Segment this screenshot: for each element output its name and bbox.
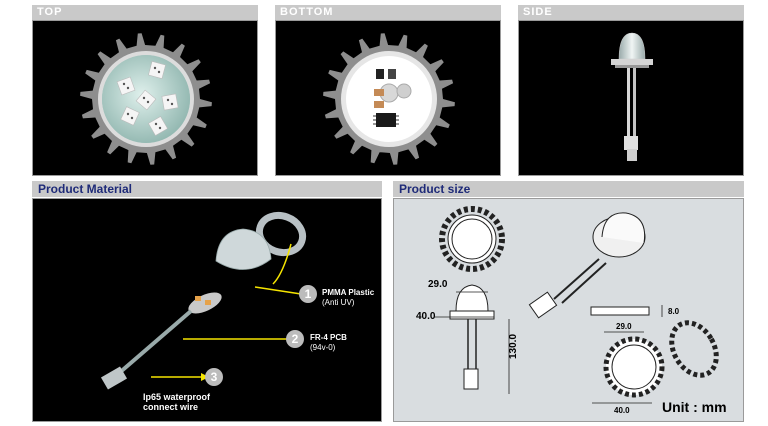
side-view-image [611,32,653,161]
top-view-panel [32,20,258,176]
callout-label-wire: Ip65 waterproof connect wire [143,392,210,412]
side-view-panel [518,20,744,176]
callout-detail-pcb: (94v-0) [310,343,336,352]
product-size-header: Product size [393,181,744,197]
callout-detail-wire: connect wire [143,402,199,412]
dimension-dome-width: 29.0 [428,279,448,290]
unit-label: Unit : mm [662,399,727,415]
product-size-panel: 29.0 40.0 130.0 8.0 29.0 40.0 Unit : mm [393,198,744,422]
callout-name-wire: Ip65 waterproof [143,392,211,402]
bottom-view-header: BOTTOM [275,5,501,20]
dimension-base-width: 40.0 [416,311,436,322]
dimension-height: 130.0 [508,333,519,359]
product-material-header: Product Material [32,181,382,197]
callout-number-2: 2 [286,330,304,348]
callout-number-3: 3 [205,368,223,386]
top-view-image [80,33,212,165]
callout-label-pcb: FR-4 PCB (94v-0) [310,333,347,353]
dimension-inner-width: 29.0 [616,322,632,331]
dimension-outer-width: 40.0 [614,406,630,415]
callout-detail-pmma: (Anti UV) [322,298,355,307]
dimension-thickness: 8.0 [668,307,680,316]
bottom-view-panel [275,20,501,176]
bottom-view-image [323,33,455,165]
top-view-header: TOP [32,5,258,20]
product-material-panel: 1 PMMA Plastic (Anti UV) 2 FR-4 PCB (94v… [32,198,382,422]
callout-name-pcb: FR-4 PCB [310,333,347,342]
callout-name-pmma: PMMA Plastic [322,288,375,297]
side-view-header: SIDE [518,5,744,20]
callout-number-1: 1 [299,285,317,303]
callout-label-pmma: PMMA Plastic (Anti UV) [322,288,374,308]
dimension-drawing [434,206,719,404]
exploded-view-image [100,211,309,390]
